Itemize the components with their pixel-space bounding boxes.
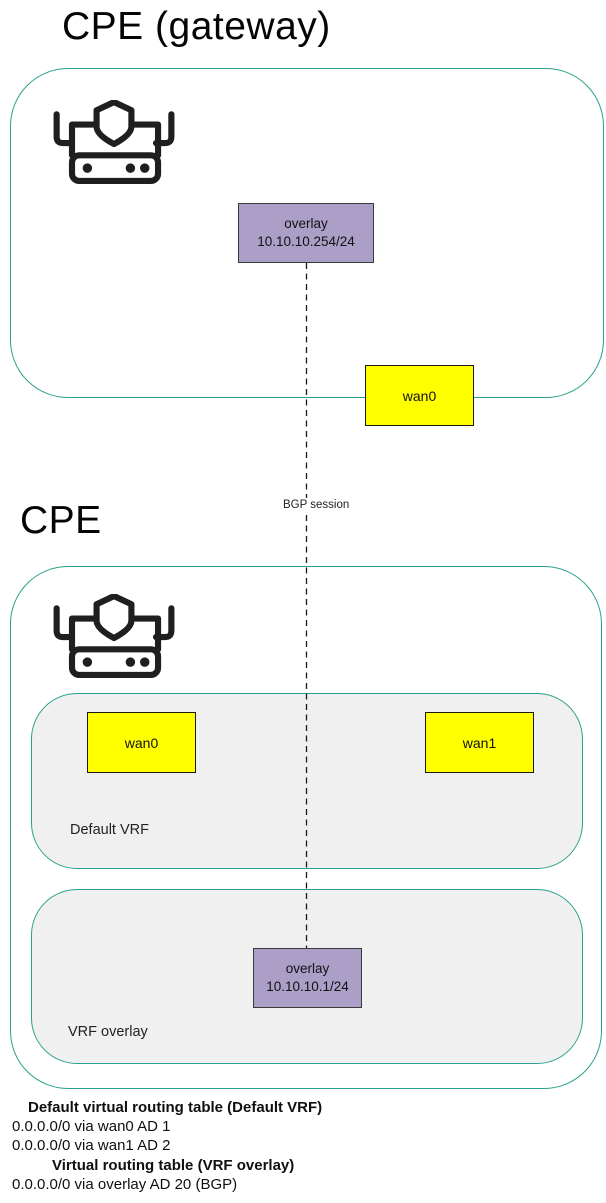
interface-name: overlay xyxy=(285,960,330,976)
routing-table-heading: Virtual routing table (VRF overlay) xyxy=(52,1156,295,1174)
cpe-overlay-interface-box: overlay 10.10.10.1/24 xyxy=(253,948,362,1008)
firewall-router-icon xyxy=(53,100,175,184)
firewall-router-icon xyxy=(53,594,175,678)
gateway-overlay-interface-box: overlay 10.10.10.254/24 xyxy=(238,203,374,263)
route-entry: 0.0.0.0/0 via wan1 AD 2 xyxy=(12,1137,171,1155)
routing-tables-text: Default virtual routing table (Default V… xyxy=(12,1098,322,1194)
gateway-title: CPE (gateway) xyxy=(62,5,331,48)
cpe-title: CPE xyxy=(20,499,102,542)
interface-name: wan1 xyxy=(462,734,497,751)
default-vrf-label: Default VRF xyxy=(70,822,149,838)
routing-table-heading: Default virtual routing table (Default V… xyxy=(28,1099,323,1116)
interface-ip: 10.10.10.254/24 xyxy=(257,234,355,249)
route-entry: 0.0.0.0/0 via wan0 AD 1 xyxy=(12,1118,171,1136)
interface-name: wan0 xyxy=(124,734,159,751)
vrf-overlay-label: VRF overlay xyxy=(68,1024,148,1040)
interface-name: overlay xyxy=(284,215,328,231)
cpe-wan1-interface-box: wan1 xyxy=(425,712,534,773)
interface-name: wan0 xyxy=(402,387,437,404)
bgp-session-line xyxy=(305,263,308,949)
cpe-wan0-interface-box: wan0 xyxy=(87,712,196,773)
route-entry: 0.0.0.0/0 via overlay AD 20 (BGP) xyxy=(12,1175,238,1193)
interface-ip: 10.10.10.1/24 xyxy=(266,979,349,994)
gateway-wan0-interface-box: wan0 xyxy=(365,365,474,426)
bgp-session-label: BGP session xyxy=(280,498,353,512)
